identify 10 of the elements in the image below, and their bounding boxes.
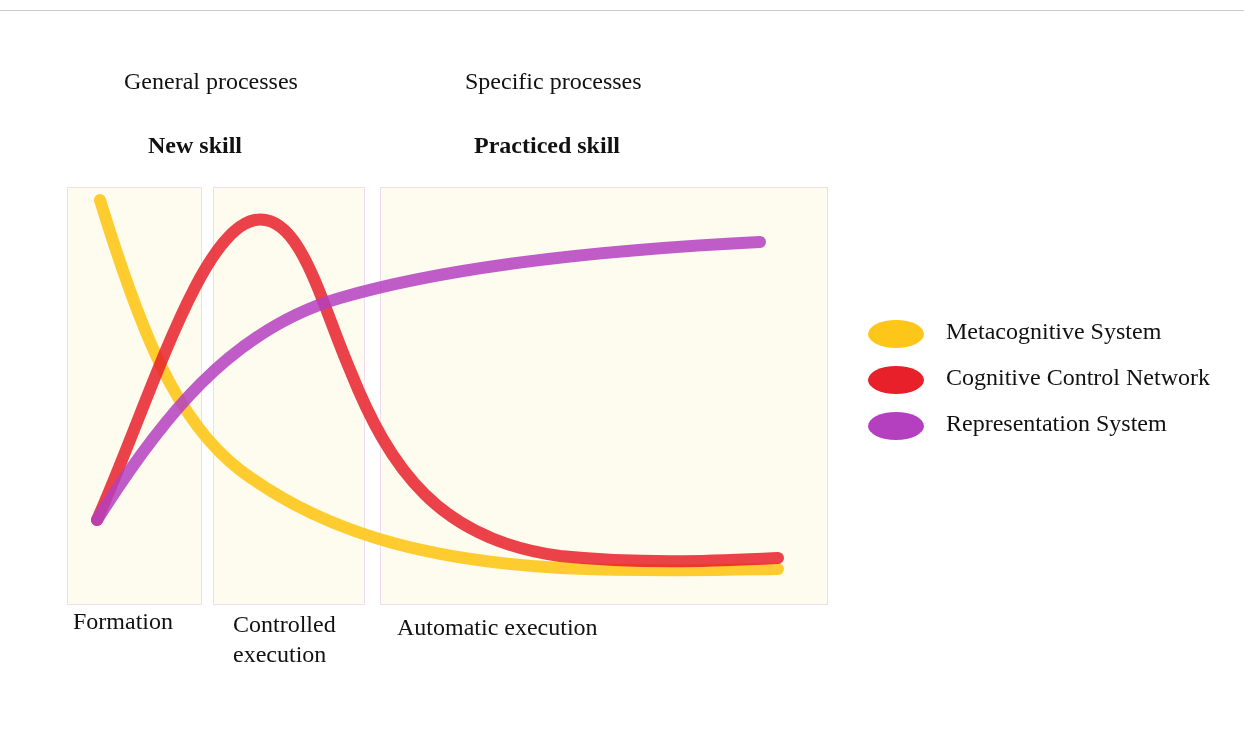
text-label: New skill — [148, 131, 242, 160]
legend-label: Metacognitive System — [946, 318, 1162, 345]
text-label: Controlled execution — [233, 610, 337, 669]
legend-label: Representation System — [946, 410, 1167, 437]
text-label: General processes — [124, 67, 298, 96]
text-label: Formation — [73, 607, 173, 636]
legend-label: Cognitive Control Network — [946, 364, 1210, 391]
text-label: Specific processes — [465, 67, 642, 96]
text-label: Automatic execution — [397, 613, 598, 642]
text-label: Practiced skill — [474, 131, 620, 160]
